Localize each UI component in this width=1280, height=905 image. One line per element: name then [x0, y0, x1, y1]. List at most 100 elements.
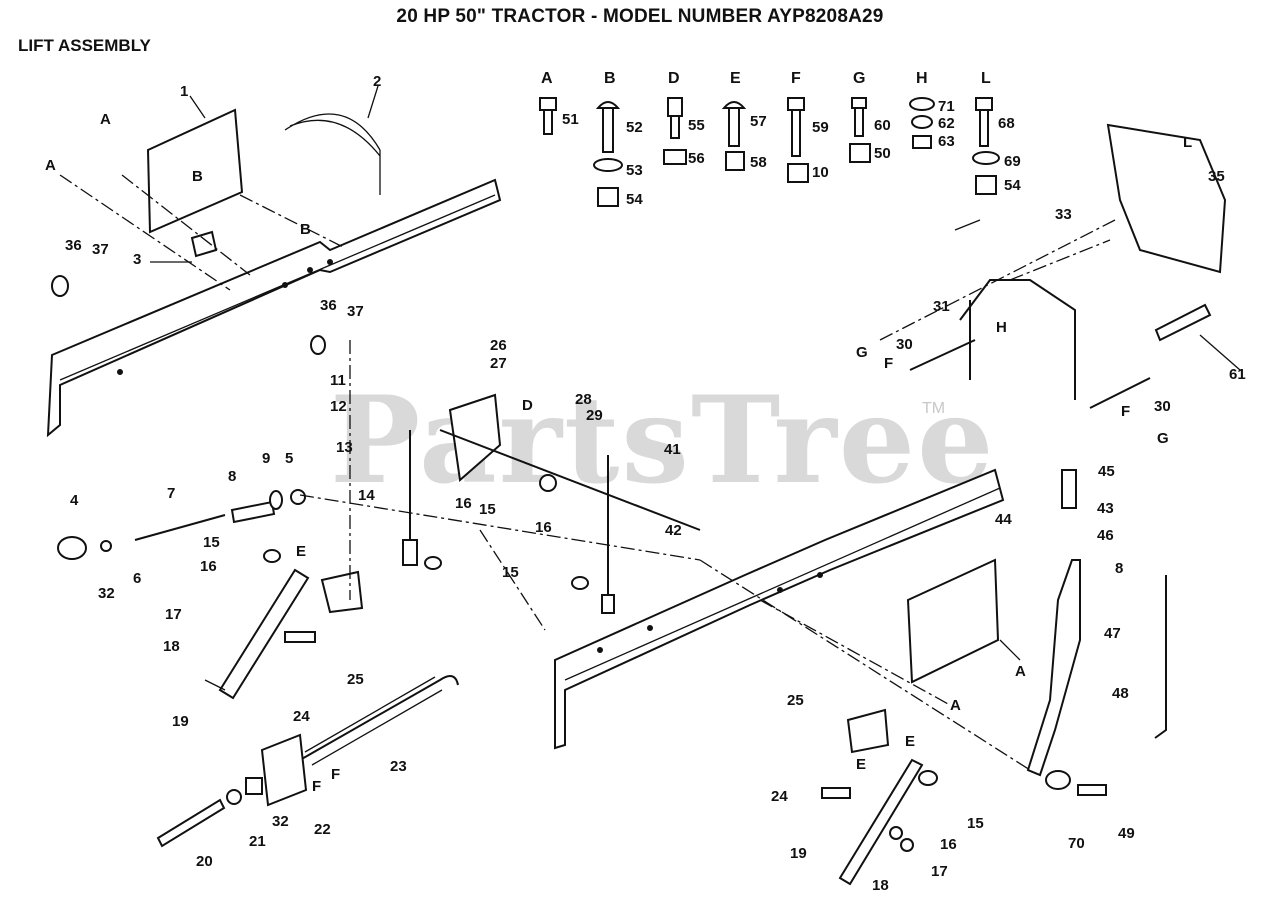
callout: 2: [373, 73, 381, 90]
callout: 18: [872, 877, 889, 894]
callout: 20: [196, 853, 213, 870]
arm-19: [218, 568, 310, 700]
callout: B: [300, 221, 311, 238]
hw-group-e-letter: E: [730, 70, 741, 87]
plate-44: [906, 558, 1000, 684]
callout: E: [856, 756, 866, 773]
hardware-key: A B D E F G H L 51 52 53 54 55 56 57 58 …: [539, 70, 1021, 208]
center-linkage: [57, 340, 701, 848]
callout: 11: [330, 372, 346, 389]
callout-labels: 1 2 A A B B 3 36 37 36 37 11 12 13 26 27…: [45, 73, 1246, 894]
bolt-68: [975, 97, 993, 147]
clip-36b: [310, 335, 326, 355]
callout: 6: [133, 570, 141, 587]
callout: 8: [1115, 560, 1123, 577]
right-assembly: [554, 123, 1227, 886]
callout: 21: [249, 833, 266, 850]
callout: 46: [1097, 527, 1114, 544]
washer-18: [889, 826, 903, 840]
washer-16: [263, 549, 281, 563]
callout: 24: [771, 788, 788, 805]
lever-47: [1026, 559, 1081, 777]
callout: 16: [455, 495, 472, 512]
callout: 9: [262, 450, 270, 467]
callout: 25: [787, 692, 804, 709]
bracket-31: [959, 279, 1076, 400]
callout: 47: [1104, 625, 1121, 642]
washer-70: [1045, 770, 1071, 790]
hw-group-h-letter: H: [916, 70, 928, 87]
pin-24b: [821, 787, 851, 799]
callout: 37: [92, 241, 109, 258]
svg-text:54: 54: [626, 191, 643, 208]
nut-10: [787, 163, 809, 183]
bolt-60: [851, 97, 867, 137]
pin-49: [1077, 784, 1107, 796]
rod-14: [402, 430, 418, 566]
callout: 15: [203, 534, 220, 551]
nut-17: [900, 838, 914, 852]
svg-text:60: 60: [874, 117, 891, 134]
callout: 41: [664, 441, 681, 458]
svg-text:71: 71: [938, 98, 955, 115]
part-45: [1061, 469, 1077, 509]
callout: 14: [358, 487, 375, 504]
hw-group-d-letter: D: [668, 70, 680, 87]
callout: 36: [320, 297, 337, 314]
left-assembly: [46, 108, 502, 438]
callout: 16: [200, 558, 217, 575]
nut-63: [912, 135, 932, 149]
callout: 30: [1154, 398, 1171, 415]
bolt-52: [595, 101, 621, 153]
washer-16b: [424, 556, 442, 570]
callout: G: [1157, 430, 1169, 447]
washer-71: [909, 97, 935, 111]
nut-50: [849, 143, 871, 163]
washer-53: [593, 158, 623, 172]
svg-text:59: 59: [812, 119, 829, 136]
washer-21: [226, 789, 242, 805]
hw-group-g-letter: G: [853, 70, 865, 87]
callout: 4: [70, 492, 79, 509]
callout: 45: [1098, 463, 1115, 480]
rod-42: [601, 455, 615, 614]
trademark: TM: [922, 400, 946, 417]
callout: 7: [167, 485, 175, 502]
callout: 31: [933, 298, 950, 315]
callout: B: [192, 168, 203, 185]
bolt-57: [721, 101, 747, 147]
callout: 17: [165, 606, 182, 623]
shaft: [439, 429, 701, 531]
washer-69: [972, 151, 1000, 165]
callout: 49: [1118, 825, 1135, 842]
svg-text:58: 58: [750, 154, 767, 171]
nut-5: [290, 489, 306, 505]
section-title: LIFT ASSEMBLY: [18, 36, 151, 55]
hw-group-b-letter: B: [604, 70, 616, 87]
svg-text:62: 62: [938, 115, 955, 132]
callout: A: [45, 157, 56, 174]
callout: 24: [293, 708, 310, 725]
callout: F: [312, 778, 321, 795]
callout: E: [905, 733, 915, 750]
rod-48: [1154, 575, 1167, 739]
callout: F: [331, 766, 340, 783]
nut-32: [100, 540, 112, 552]
callout: A: [1015, 663, 1026, 680]
callout: D: [522, 397, 533, 414]
bolt-20: [156, 798, 226, 848]
bolt-55: [667, 97, 683, 139]
frame-rail-right: [554, 468, 1005, 750]
callout: 15: [479, 501, 496, 518]
callout: 42: [665, 522, 682, 539]
callout: 26: [490, 337, 507, 354]
nut-32b: [245, 777, 263, 795]
arms-30: [909, 339, 1151, 409]
spring-8: [230, 500, 276, 524]
callout: 43: [1097, 500, 1114, 517]
nut-56: [663, 149, 687, 165]
callout: 33: [1055, 206, 1072, 223]
bracket-25: [320, 570, 364, 614]
plate-35: [1106, 123, 1227, 274]
callout: A: [100, 111, 111, 128]
